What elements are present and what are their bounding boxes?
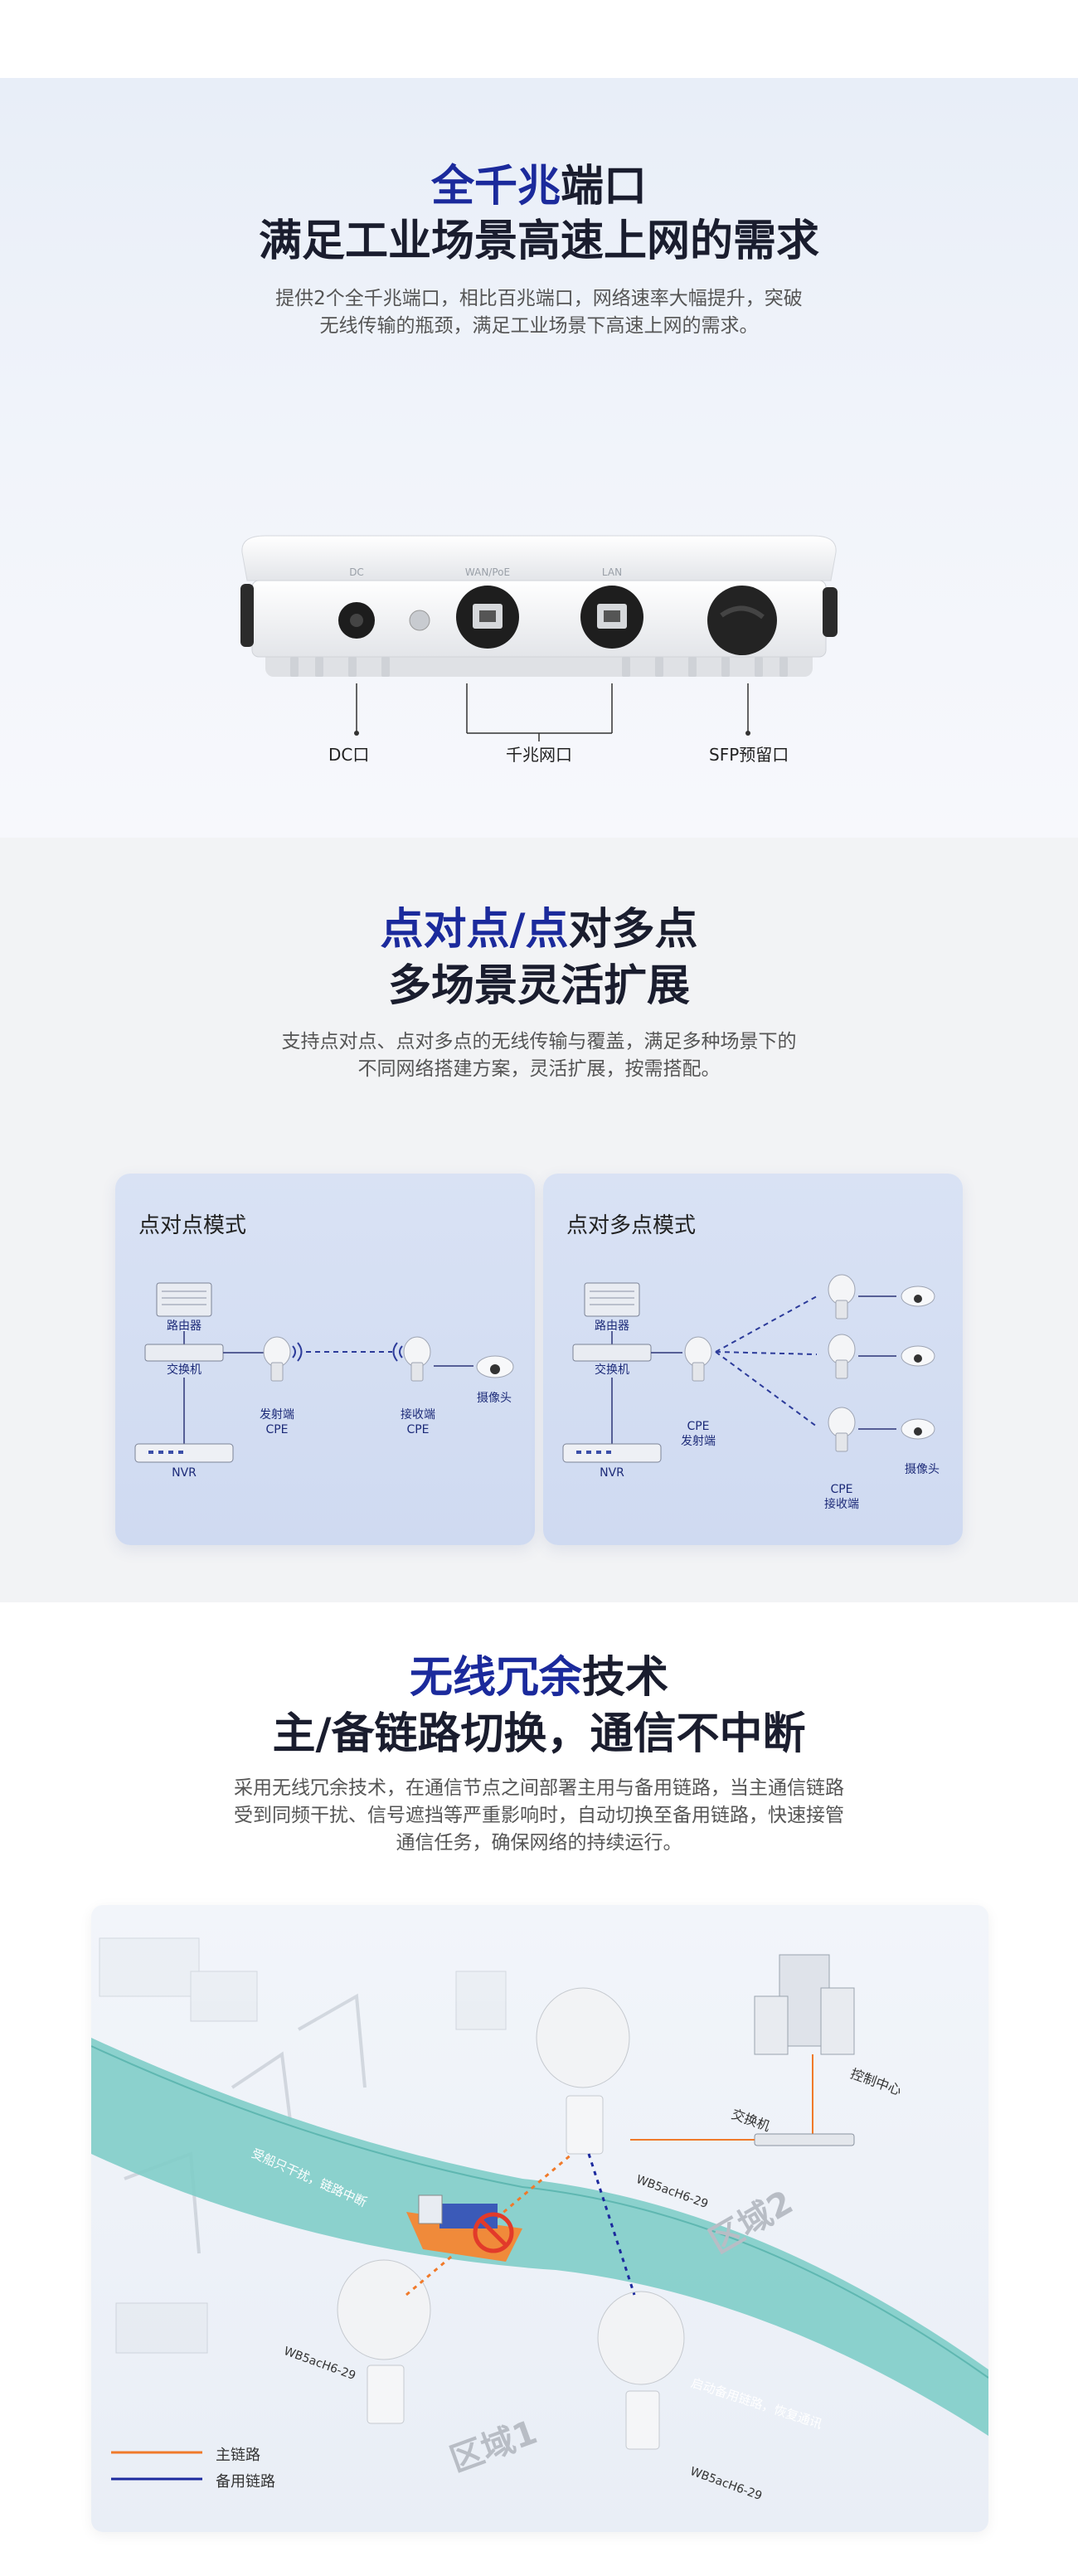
gigabit-port-section: 全千兆端口 满足工业场景高速上网的需求 提供2个全千兆端口，相比百兆端口，网络速… <box>0 78 1078 838</box>
router-label: 路由器 <box>595 1320 629 1333</box>
p2mp-diagram <box>562 1274 935 1463</box>
section-desc-line2: 不同网络搭建方案，灵活扩展，按需搭配。 <box>357 1058 721 1080</box>
title-rest: 对多点 <box>568 905 698 955</box>
section-title-line1: 无线冗余技术 <box>0 1652 1078 1704</box>
section-title-line1: 点对点/点对多点 <box>0 904 1078 955</box>
router-label: 路由器 <box>167 1320 202 1333</box>
tx-cpe-label-line1: 发射端 <box>260 1408 294 1422</box>
device-port-photo: DC WAN/PoE LAN <box>240 535 838 677</box>
section-desc-line1: 提供2个全千兆端口，相比百兆端口，网络速率大幅提升，突破 <box>275 288 803 309</box>
p2p-diagram <box>134 1282 514 1463</box>
camera-label: 摄像头 <box>905 1463 940 1476</box>
wan-marking: WAN/PoE <box>465 566 510 578</box>
p2p-panel-title: 点对点模式 <box>138 1213 247 1238</box>
switch-label: 交换机 <box>595 1363 629 1377</box>
redundancy-scene: 控制中心 交换机 WB5acH6-29 WB5acH6-29 WB5acH6-2… <box>91 1905 988 2532</box>
section-desc-line2: 受到同频干扰、信号遮挡等严重影响时，自动切换至备用链路，快速接管 <box>234 1805 844 1826</box>
sfp-port-label: SFP预留口 <box>709 745 789 765</box>
nvr-label: NVR <box>172 1466 197 1480</box>
p2mp-mode-panel: 点对多点模式 <box>543 1174 963 1545</box>
switch-label: 交换机 <box>167 1363 202 1377</box>
tx-cpe-label-line2: 发射端 <box>681 1435 716 1448</box>
scene-illustration <box>91 1937 988 2481</box>
legend-main-label: 主链路 <box>216 2447 260 2464</box>
legend-backup-label: 备用链路 <box>216 2473 275 2491</box>
section-desc-line3: 通信任务，确保网络的持续运行。 <box>396 1832 682 1854</box>
section-title-line1: 全千兆端口 <box>0 161 1078 212</box>
tx-cpe-label-line1: CPE <box>687 1420 710 1433</box>
rx-cpe-label-line1: 接收端 <box>401 1408 435 1422</box>
nvr-label: NVR <box>600 1466 624 1480</box>
section-desc-line1: 采用无线冗余技术，在通信节点之间部署主用与备用链路，当主通信链路 <box>234 1777 844 1799</box>
section-desc-line2: 无线传输的瓶颈，满足工业场景下高速上网的需求。 <box>319 315 759 337</box>
gigabit-port-label: 千兆网口 <box>506 745 572 765</box>
p2p-mode-panel: 点对点模式 路由器 交换机 NVR 发射端 CPE 接收端 CPE <box>115 1174 535 1545</box>
port-callout-lines <box>354 683 750 741</box>
rx-cpe-label-line1: CPE <box>830 1483 853 1496</box>
rx-cpe-label-line2: 接收端 <box>824 1498 859 1511</box>
camera-label: 摄像头 <box>477 1392 512 1405</box>
p2mp-panel-title: 点对多点模式 <box>566 1213 697 1238</box>
title-highlight: 全千兆 <box>430 162 561 211</box>
section-desc-line1: 支持点对点、点对多点的无线传输与覆盖，满足多种场景下的 <box>281 1031 797 1052</box>
dc-marking: DC <box>349 566 364 578</box>
title-rest: 技术 <box>582 1653 669 1703</box>
lan-marking: LAN <box>602 566 622 578</box>
section-title-line2: 多场景灵活扩展 <box>387 961 690 1011</box>
tx-cpe-label-line2: CPE <box>265 1423 289 1436</box>
rx-cpe-label-line2: CPE <box>406 1423 430 1436</box>
dc-port-label: DC口 <box>328 745 370 765</box>
section-title-line2: 主/备链路切换，通信不中断 <box>272 1709 806 1759</box>
title-highlight: 无线冗余 <box>409 1653 582 1703</box>
title-rest: 端口 <box>561 162 648 211</box>
section-title-line2: 满足工业场景高速上网的需求 <box>258 216 819 266</box>
title-highlight: 点对点/点 <box>380 905 569 955</box>
